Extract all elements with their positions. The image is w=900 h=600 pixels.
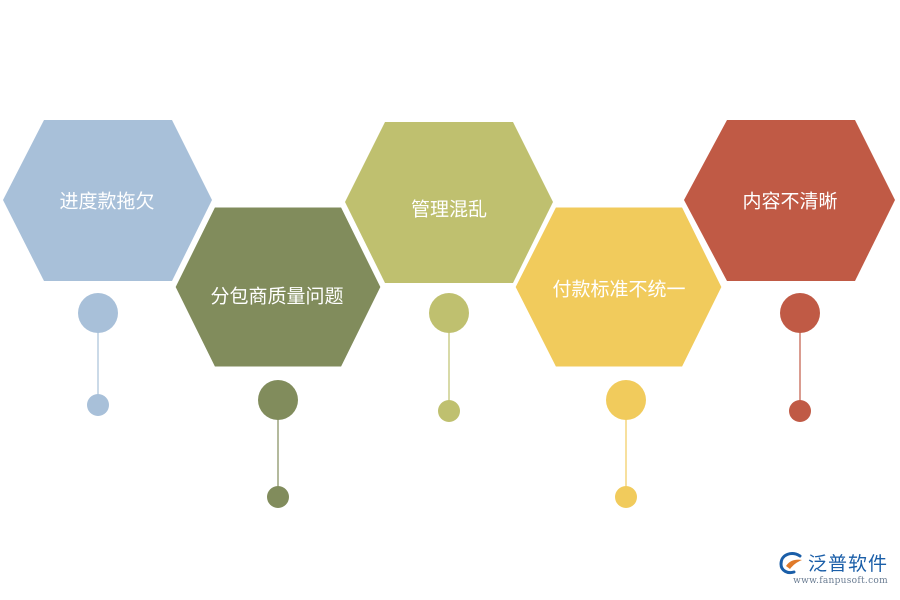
logo-mark-icon xyxy=(779,551,802,574)
hexagon-4 xyxy=(512,204,725,370)
hexagon-3 xyxy=(345,122,553,283)
logo-url: www.fanpusoft.com xyxy=(793,576,888,586)
hexagon-2 xyxy=(172,204,384,370)
hexagon-label-2: 分包商质量问题 xyxy=(210,286,343,308)
small-dot-5 xyxy=(789,400,811,422)
logo-name: 泛普软件 xyxy=(807,553,888,575)
large-dot-4 xyxy=(606,380,646,420)
large-dot-1 xyxy=(78,293,118,333)
hexagon-1 xyxy=(3,120,212,281)
brand-logo: 泛普软件 www.fanpusoft.com xyxy=(778,549,888,586)
hexagon-label-1: 进度款拖欠 xyxy=(59,191,154,213)
hexagon-label-4: 付款标准不统一 xyxy=(552,279,685,301)
small-dot-1 xyxy=(87,394,109,416)
hexagon-5 xyxy=(684,120,895,281)
logo-row: 泛普软件 xyxy=(778,549,888,576)
hexagon-label-5: 内容不清晰 xyxy=(742,191,837,213)
label-layer: 进度款拖欠 分包商质量问题 管理混乱 付款标准不统一 内容不清晰 xyxy=(59,191,837,308)
small-dot-3 xyxy=(438,400,460,422)
large-dot-5 xyxy=(780,293,820,333)
large-dot-2 xyxy=(258,380,298,420)
hexagon-layer xyxy=(3,120,895,370)
large-dot-3 xyxy=(429,293,469,333)
hexagon-label-3: 管理混乱 xyxy=(411,199,487,221)
small-dot-2 xyxy=(267,486,289,508)
small-dot-4 xyxy=(615,486,637,508)
dot-layer xyxy=(78,293,820,508)
